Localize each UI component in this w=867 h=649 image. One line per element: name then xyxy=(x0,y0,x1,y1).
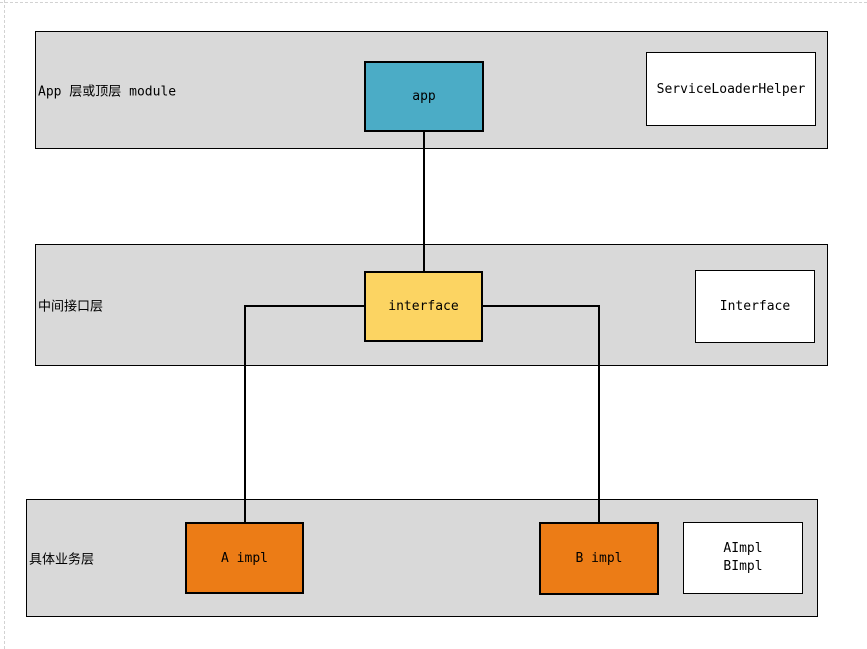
layer-label-impl: 具体业务层 xyxy=(29,552,95,568)
edge-app-to-interface xyxy=(423,132,425,272)
node-interface-label: interface xyxy=(388,299,459,314)
edge-interface-to-a-impl-horizontal xyxy=(244,305,365,307)
node-impl-note-line2: BImpl xyxy=(723,559,763,574)
node-interface-note-label: Interface xyxy=(719,299,791,314)
node-service-loader-helper-label: ServiceLoaderHelper xyxy=(656,81,806,97)
node-a-impl-label: A impl xyxy=(221,550,268,566)
node-impl-note: AImpl BImpl xyxy=(683,522,803,594)
node-b-impl: B impl xyxy=(539,522,659,595)
node-impl-note-line1: AImpl xyxy=(723,541,763,556)
node-interface-note: Interface xyxy=(695,270,815,343)
edge-interface-to-a-impl-vertical xyxy=(244,305,246,523)
node-a-impl: A impl xyxy=(185,522,304,594)
edge-interface-to-b-impl-horizontal xyxy=(483,305,600,307)
node-b-impl-label: B impl xyxy=(575,551,623,566)
page-guide-top xyxy=(0,2,867,3)
layer-label-interface: 中间接口层 xyxy=(38,299,104,315)
page-guide-left xyxy=(4,0,5,649)
node-interface: interface xyxy=(364,271,483,342)
node-service-loader-helper: ServiceLoaderHelper xyxy=(646,52,816,126)
node-app-label: app xyxy=(412,89,436,104)
node-app: app xyxy=(364,61,484,132)
layer-label-app: App 层或顶层 module xyxy=(38,84,177,100)
edge-interface-to-b-impl-vertical xyxy=(598,305,600,523)
